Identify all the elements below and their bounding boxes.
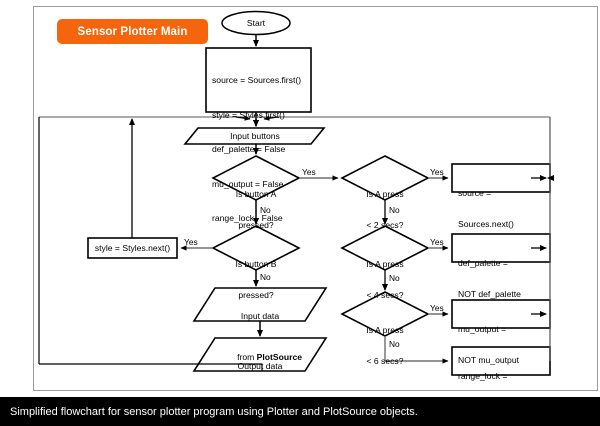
edge-label-t4-no: No — [389, 273, 400, 283]
shape-input-buttons — [183, 127, 326, 145]
shape-range-lock-toggle — [451, 346, 551, 376]
edge-label-a-no: No — [260, 205, 271, 215]
edge-label-b-no: No — [260, 272, 271, 282]
edge-label-a-yes: Yes — [302, 167, 316, 177]
edge-rail-into-merge-left — [235, 115, 251, 121]
shape-output-data — [192, 337, 328, 372]
title-badge: Sensor Plotter Main — [57, 19, 208, 44]
shape-start — [221, 10, 291, 36]
shape-is-button-b — [211, 225, 301, 271]
shape-input-data — [192, 287, 328, 322]
edge-rail-into-merge-right — [263, 115, 279, 121]
flowchart-svg — [38, 10, 554, 376]
shape-is-a-4secs — [340, 225, 430, 271]
edge-label-t6-yes: Yes — [430, 303, 444, 313]
caption-text: Simplified flowchart for sensor plotter … — [10, 405, 418, 418]
shape-is-button-a — [211, 155, 301, 201]
edge-label-t2-yes: Yes — [430, 167, 444, 177]
title-badge-label: Sensor Plotter Main — [77, 25, 188, 38]
flowchart-canvas: Sensor Plotter Main Start source = Sourc… — [33, 6, 598, 391]
caption-bar: Simplified flowchart for sensor plotter … — [0, 397, 600, 426]
edge-t6-no-rangelock — [384, 336, 449, 364]
shape-style-next — [87, 237, 178, 259]
edge-label-t6-no: No — [389, 339, 400, 349]
edge-label-b-yes: Yes — [184, 237, 198, 247]
shape-is-a-2secs — [340, 155, 430, 201]
edge-label-t2-no: No — [389, 205, 400, 215]
edge-label-t4-yes: Yes — [430, 237, 444, 247]
shape-init — [205, 47, 312, 113]
shape-is-a-6secs — [340, 291, 430, 337]
